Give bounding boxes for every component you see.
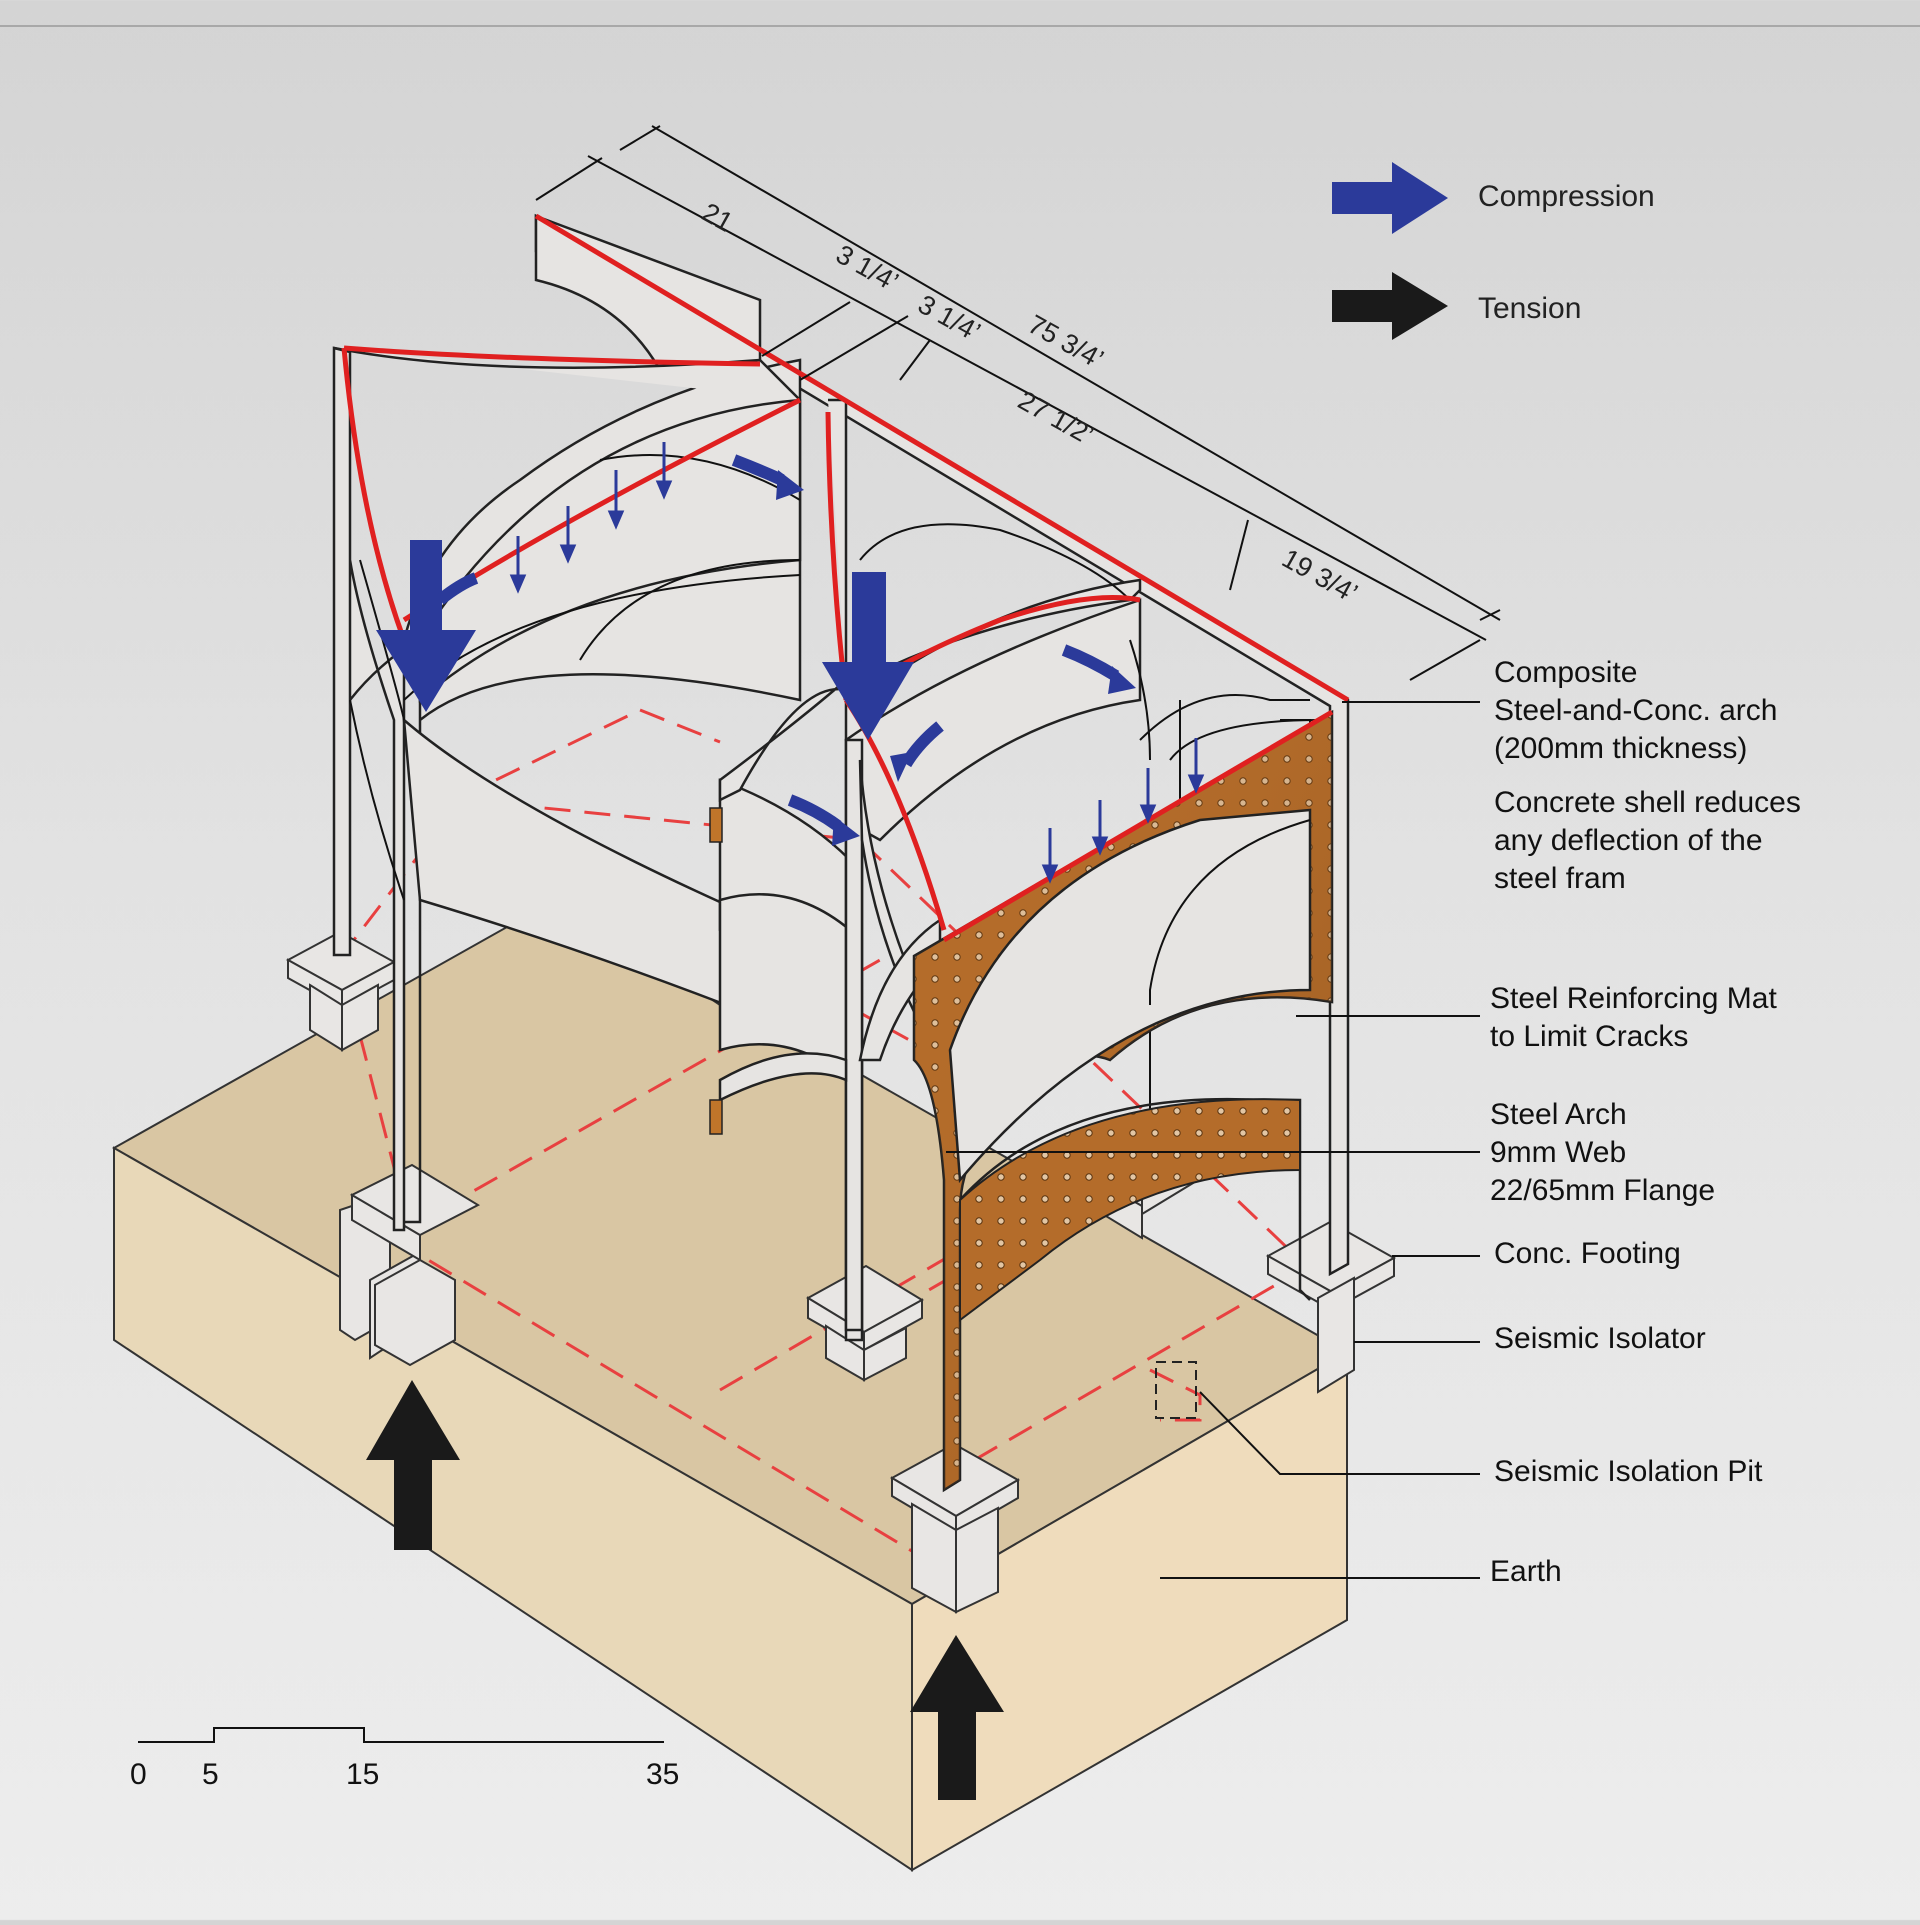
callout-steel-arch-line-2: 9mm Web [1490,1136,1627,1169]
footing-back-left [285,930,397,1052]
callout-concrete-shell-line-3: steel fram [1494,862,1626,895]
scale-tick-0: 0 [130,1758,147,1791]
legend-compression-arrow [1332,162,1448,234]
callout-reinforcing-mat-line-2: to Limit Cracks [1490,1020,1689,1053]
tension-arrows [366,1380,1004,1800]
dim-label-1: 21 [697,197,738,238]
callout-isolator: Seismic Isolator [1494,1322,1706,1355]
callout-concrete-shell: Concrete shell reduces any deflection of… [1494,784,1801,898]
callout-steel-arch: Steel Arch 9mm Web 22/65mm Flange [1490,1096,1715,1210]
steel-reinforcing-mat [912,709,1334,1493]
callout-steel-arch-line-3: 22/65mm Flange [1490,1174,1716,1207]
callout-composite-arch-line-3: (200mm thickness) [1494,732,1748,765]
dim-label-4: 75 3/4’ [1023,309,1108,375]
earth-block [111,898,1350,1872]
small-load-arrows [509,442,1205,884]
callout-steel-arch-line-1: Steel Arch [1490,1098,1627,1131]
callout-concrete-shell-line-1: Concrete shell reduces [1494,786,1801,819]
callout-leaders [946,701,1480,1579]
scale-tick-35: 35 [646,1758,680,1791]
callout-footing: Conc. Footing [1494,1237,1681,1270]
legend-tension-arrow [1332,272,1448,340]
legend-compression-label: Compression [1478,180,1655,213]
tension-arrow-left [366,1380,460,1550]
big-compression-arrow-left [376,540,476,712]
scale-tick-15: 15 [346,1758,380,1791]
dim-label-6: 19 3/4’ [1277,543,1362,609]
callout-earth: Earth [1490,1555,1562,1588]
callout-composite-arch: Composite Steel-and-Conc. arch (200mm th… [1494,654,1777,768]
callout-composite-arch-line-2: Steel-and-Conc. arch [1494,694,1778,727]
callout-composite-arch-line-1: Composite [1494,656,1638,689]
callout-concrete-shell-line-2: any deflection of the [1494,824,1763,857]
big-compression-arrow-mid [822,572,914,740]
scale-tick-5: 5 [202,1758,219,1791]
legend-tension-label: Tension [1478,292,1582,325]
compression-arrows [376,442,1205,884]
tension-arrow-right [910,1635,1004,1800]
callout-pit: Seismic Isolation Pit [1494,1455,1763,1488]
dim-label-3: 3 1/4’ [913,289,985,347]
scale-bar [138,1727,664,1743]
dim-label-5: 27 1/2’ [1013,385,1098,451]
callout-reinforcing-mat-line-1: Steel Reinforcing Mat [1490,982,1777,1015]
dim-label-2: 3 1/4’ [831,239,903,297]
middle-arch-frame [709,398,1142,1342]
callout-reinforcing-mat: Steel Reinforcing Mat to Limit Cracks [1490,980,1777,1056]
footing-front-right [889,1442,1021,1614]
earth-side [911,1350,1348,1872]
footing-front-left [339,1163,481,1367]
